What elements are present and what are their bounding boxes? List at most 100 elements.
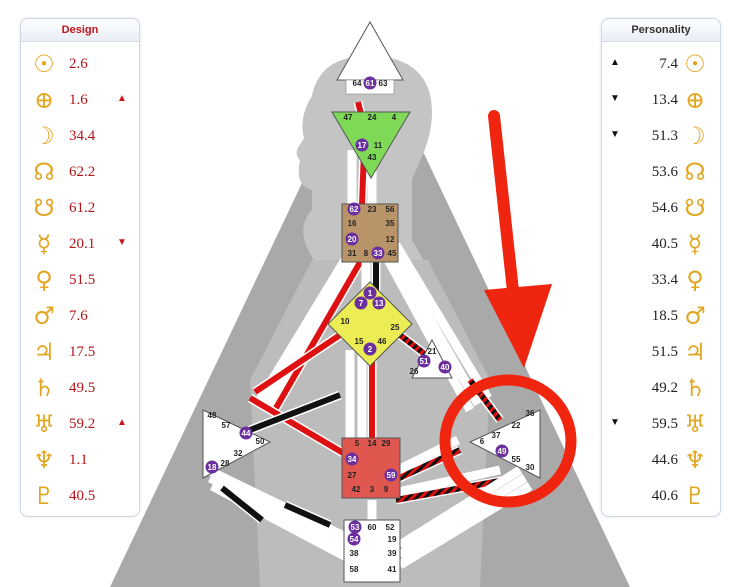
gate-number: 22 [512, 421, 521, 430]
center-g [327, 281, 413, 367]
gate-number: 54 [350, 535, 359, 544]
channel-base [397, 474, 528, 559]
personality-value: 53.6 [651, 164, 678, 180]
center-solar-plexus [468, 409, 541, 479]
personality-row: ☿ 40.5 [602, 226, 720, 262]
gate-circle [355, 138, 369, 152]
channel-line [220, 485, 264, 523]
gate-number: 56 [386, 205, 395, 214]
gate-number: 42 [352, 485, 361, 494]
design-value: 59.2 [69, 416, 96, 432]
personality-row: ♇40.6 [602, 478, 720, 514]
gate-number: 36 [526, 409, 535, 418]
personality-value: 54.6 [651, 200, 678, 216]
personality-row: ♅59.5▼ [602, 406, 720, 442]
gate-number: 52 [386, 523, 395, 532]
annotation-circle [439, 374, 577, 508]
gate-number: 23 [368, 205, 377, 214]
personality-row: ☉7.4▲ [602, 46, 720, 82]
gate-circle [347, 532, 361, 546]
gate-circle [348, 520, 362, 534]
personality-header: Personality [602, 19, 720, 42]
gate-number: 53 [351, 523, 360, 532]
detriment-marker: ▼ [117, 237, 127, 248]
center-head [336, 20, 404, 81]
design-row: ♀51.5 [21, 262, 139, 298]
design-row: ☊ 62.2 [21, 154, 139, 190]
gate-circle [438, 360, 452, 374]
personality-value: 51.3 [651, 128, 678, 144]
gate-number: 64 [353, 79, 362, 88]
design-row: ☽34.4 [21, 118, 139, 154]
gate-number: 35 [386, 219, 395, 228]
channel-base [384, 242, 482, 407]
exalted-marker: ▲ [117, 417, 127, 428]
gate-number: 28 [221, 459, 230, 468]
gate-circle [345, 452, 359, 466]
personality-row: ☋ 54.6 [602, 190, 720, 226]
gate-number: 33 [374, 249, 383, 258]
design-value: 62.2 [69, 164, 96, 180]
moon-icon: ☽ [33, 122, 55, 150]
exalted-marker: ▲ [117, 93, 127, 104]
gate-number: 13 [375, 299, 384, 308]
gate-number: 26 [410, 367, 419, 376]
channel-base [207, 473, 355, 555]
gate-number: 25 [391, 323, 400, 332]
gate-number: 37 [492, 431, 501, 440]
gate-number: 44 [242, 429, 251, 438]
gate-number: 57 [222, 421, 231, 430]
design-header: Design [21, 19, 139, 42]
channel-line [248, 395, 357, 463]
gate-number: 15 [355, 337, 364, 346]
center-ajna [331, 111, 411, 179]
design-value: 51.5 [69, 272, 96, 288]
personality-row: ♃51.5 [602, 334, 720, 370]
gate-number: 32 [234, 449, 243, 458]
sun-icon: ☉ [684, 50, 706, 78]
mercury-icon: ☿ [687, 230, 703, 258]
north-node-icon: ☊ [33, 158, 55, 186]
gate-number: 34 [348, 455, 357, 464]
gate-circle [495, 444, 509, 458]
gate-number: 50 [256, 437, 265, 446]
personality-row: ☊53.6 [602, 154, 720, 190]
uranus-icon: ♅ [33, 410, 55, 438]
gate-number: 17 [358, 141, 367, 150]
detriment-marker: ▼ [610, 129, 620, 140]
design-row: ☉2.6 [21, 46, 139, 82]
personality-row: ♀33.4 [602, 262, 720, 298]
channel-line [395, 477, 506, 503]
design-value: 40.5 [69, 488, 96, 504]
gate-circle [371, 246, 385, 260]
channel-base [397, 465, 501, 497]
personality-row: ♄49.2 [602, 370, 720, 406]
gate-number: 6 [480, 437, 485, 446]
gate-circle [384, 468, 398, 482]
gate-number: 8 [364, 249, 369, 258]
personality-value: 40.5 [651, 236, 678, 252]
gate-circle [363, 76, 377, 90]
earth-icon: ⊕ [684, 86, 706, 114]
annotation-arrow-shaft [488, 110, 520, 306]
design-row: ☋61.2 [21, 190, 139, 226]
neptune-icon: ♆ [684, 446, 706, 474]
channel-line [273, 243, 373, 410]
gate-number: 16 [348, 219, 357, 228]
south-node-icon: ☋ [684, 194, 706, 222]
pluto-icon: ♇ [684, 482, 706, 510]
channel-line [283, 502, 332, 528]
gate-number: 60 [368, 523, 377, 532]
gate-number: 59 [387, 471, 396, 480]
design-value: 61.2 [69, 200, 96, 216]
neptune-icon: ♆ [33, 446, 55, 474]
personality-value: 33.4 [651, 272, 678, 288]
design-row: ♃17.5 [21, 334, 139, 370]
gate-number: 4 [392, 113, 397, 122]
gate-number: 41 [388, 565, 397, 574]
gate-circle [345, 232, 359, 246]
gate-number: 63 [379, 79, 388, 88]
mars-icon: ♂ [684, 302, 706, 330]
gate-number: 62 [350, 205, 359, 214]
